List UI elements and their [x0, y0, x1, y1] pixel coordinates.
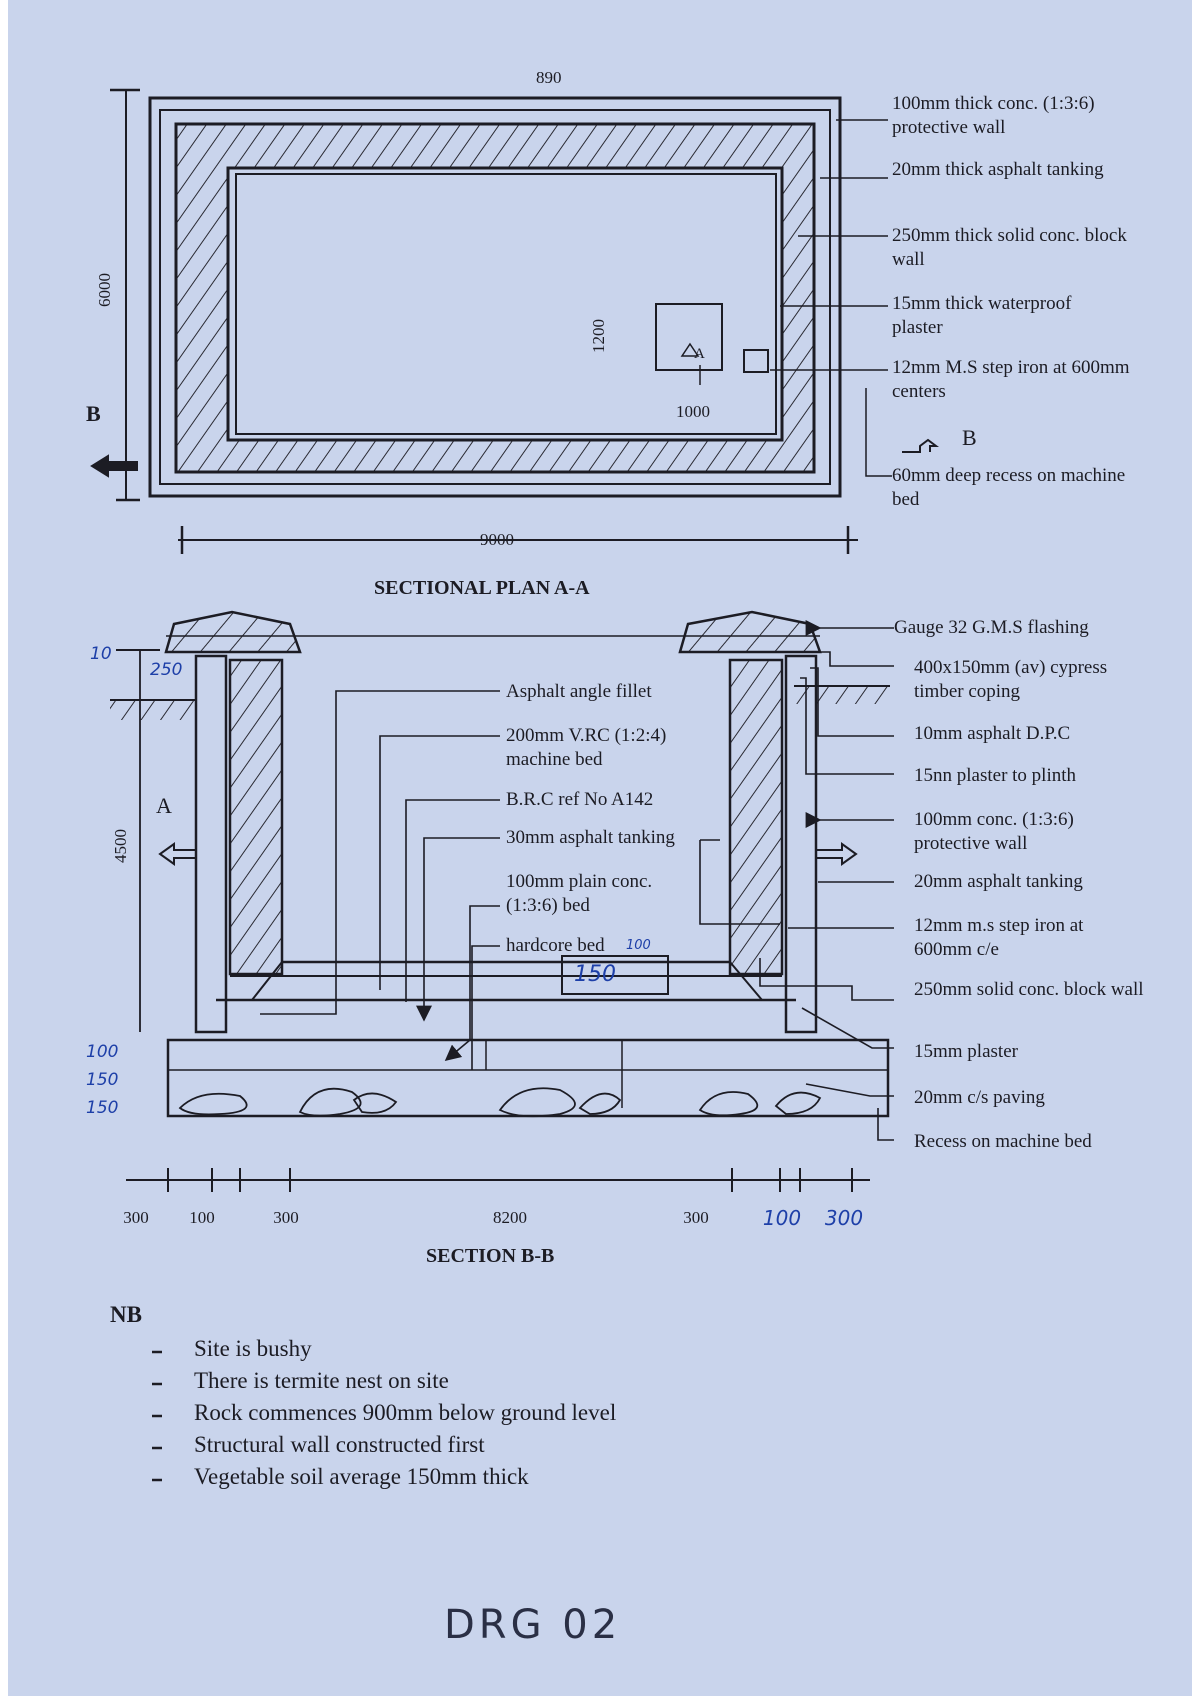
asphalt-fillets: [251, 961, 763, 1001]
hand-bed-150: 150: [574, 962, 616, 987]
hand-bed-100: 100: [626, 938, 651, 953]
plan-label-step-iron: 12mm M.S step iron at 600mm centers: [892, 357, 1130, 402]
label-flashing: Gauge 32 G.M.S flashing: [894, 617, 1089, 638]
plan-pad-triangle: [680, 342, 700, 357]
plan-title: SECTIONAL PLAN A-A: [374, 577, 590, 599]
note-item: There is termite nest on site: [194, 1368, 449, 1393]
hardcore-stones: [178, 1087, 822, 1118]
plan-hand-dim: 890: [536, 68, 562, 87]
label-step-iron: 12mm m.s step iron at 600mm c/e: [914, 915, 1084, 960]
label-dpc: 10mm asphalt D.P.C: [914, 723, 1071, 744]
plan-section-arrow-right: [902, 438, 939, 453]
right-block-wall: [728, 658, 784, 976]
label-machine-bed: 200mm V.RC (1:2:4) machine bed: [506, 725, 667, 770]
notes-heading: NB: [110, 1302, 142, 1327]
section-hand-dim-250: 250: [150, 660, 183, 680]
section-hand-dim-10: 10: [90, 644, 112, 664]
plan-section-label-right: B: [962, 425, 977, 450]
plan-label-block-wall: 250mm thick solid conc. block wall: [892, 225, 1127, 270]
right-ground-hatch: [794, 686, 890, 704]
bottom-dim-300-a: 300: [123, 1208, 149, 1227]
label-asphalt-tanking-30: 30mm asphalt tanking: [506, 827, 675, 848]
plan-pad-marker: A: [694, 346, 705, 362]
label-asphalt-fillet: Asphalt angle fillet: [506, 681, 652, 702]
plan-dim-length: 6000: [95, 273, 114, 307]
hand-dim-150-b: 150: [86, 1098, 119, 1118]
bottom-dim-300-d: 300: [824, 1206, 864, 1230]
plan-label-protective-wall: 100mm thick conc. (1:3:6) protective wal…: [892, 93, 1095, 138]
plan-section-arrow-left: [90, 454, 138, 478]
section-right-leaders: [759, 620, 894, 1141]
label-plaster-plinth: 15nn plaster to plinth: [914, 765, 1077, 786]
bottom-dim-100-a: 100: [189, 1208, 215, 1227]
plan-label-plaster: 15mm thick waterproof plaster: [892, 293, 1072, 338]
label-protective-wall: 100mm conc. (1:3:6) protective wall: [914, 809, 1074, 854]
note-item: Structural wall constructed first: [194, 1432, 485, 1457]
plan-outer-protective-wall: [148, 96, 842, 498]
foundation-bed: [166, 1038, 890, 1118]
bottom-dim-300-b: 300: [273, 1208, 299, 1227]
plan-machine-pad: [655, 303, 723, 371]
right-timber-coping: [678, 610, 822, 654]
plan-tanking-line: [159, 109, 831, 485]
plan-section-label-left: B: [86, 401, 101, 426]
bottom-dim-100-b: 100: [762, 1206, 802, 1230]
bottom-dim-8200: 8200: [493, 1208, 527, 1227]
plan-dim-pad-height: 1200: [589, 319, 608, 353]
label-brc: B.R.C ref No A142: [506, 789, 654, 810]
section-title: SECTION B-B: [426, 1245, 555, 1267]
section-bottom-dim-line: [126, 1168, 870, 1192]
plan-dim-pad-width: 1000: [676, 402, 710, 421]
left-ground-hatch: [110, 700, 196, 720]
section-dim-height: 4500: [111, 829, 130, 863]
plan-label-asphalt-tanking: 20mm thick asphalt tanking: [892, 159, 1104, 180]
note-item: Rock commences 900mm below ground level: [194, 1400, 617, 1425]
label-block-wall: 250mm solid conc. block wall: [914, 979, 1144, 1000]
label-timber-coping: 400x150mm (av) cypress timber coping: [914, 657, 1108, 702]
plan-block-wall-hatch: [174, 122, 816, 474]
recess-block: [561, 955, 669, 995]
label-plaster-15: 15mm plaster: [914, 1041, 1018, 1062]
plan-leader-lines: [770, 119, 892, 477]
left-timber-coping: [164, 610, 302, 654]
plan-dim-width: 9000: [480, 530, 514, 549]
plan-view: [90, 88, 939, 554]
hand-dim-150-a: 150: [86, 1070, 119, 1090]
section-arrow-left: [158, 842, 196, 866]
right-protective-wall: [784, 654, 818, 1034]
label-recess: Recess on machine bed: [914, 1131, 1092, 1152]
note-item: Site is bushy: [194, 1336, 312, 1361]
drawing-number: DRG 02: [444, 1602, 622, 1648]
left-protective-wall: [194, 654, 228, 1034]
section-arrow-right: [816, 842, 858, 866]
plan-step-iron: [743, 349, 769, 373]
label-paving: 20mm c/s paving: [914, 1087, 1045, 1108]
note-bullets: [152, 1350, 162, 1482]
section-marker-label: A: [156, 793, 172, 818]
section-inner-leaders: [260, 690, 780, 1070]
section-view: [110, 610, 894, 1482]
label-asphalt-tanking-20: 20mm asphalt tanking: [914, 871, 1083, 892]
bottom-dim-300-c: 300: [683, 1208, 709, 1227]
label-hardcore-bed: hardcore bed: [506, 935, 605, 956]
note-item: Vegetable soil average 150mm thick: [194, 1464, 529, 1489]
hand-dim-100: 100: [86, 1042, 119, 1062]
plan-label-recess: 60mm deep recess on machine bed: [892, 465, 1126, 510]
left-block-wall: [228, 658, 284, 976]
label-plain-conc-bed: 100mm plain conc. (1:3:6) bed: [506, 871, 653, 916]
plan-inner-plaster: [235, 173, 777, 435]
